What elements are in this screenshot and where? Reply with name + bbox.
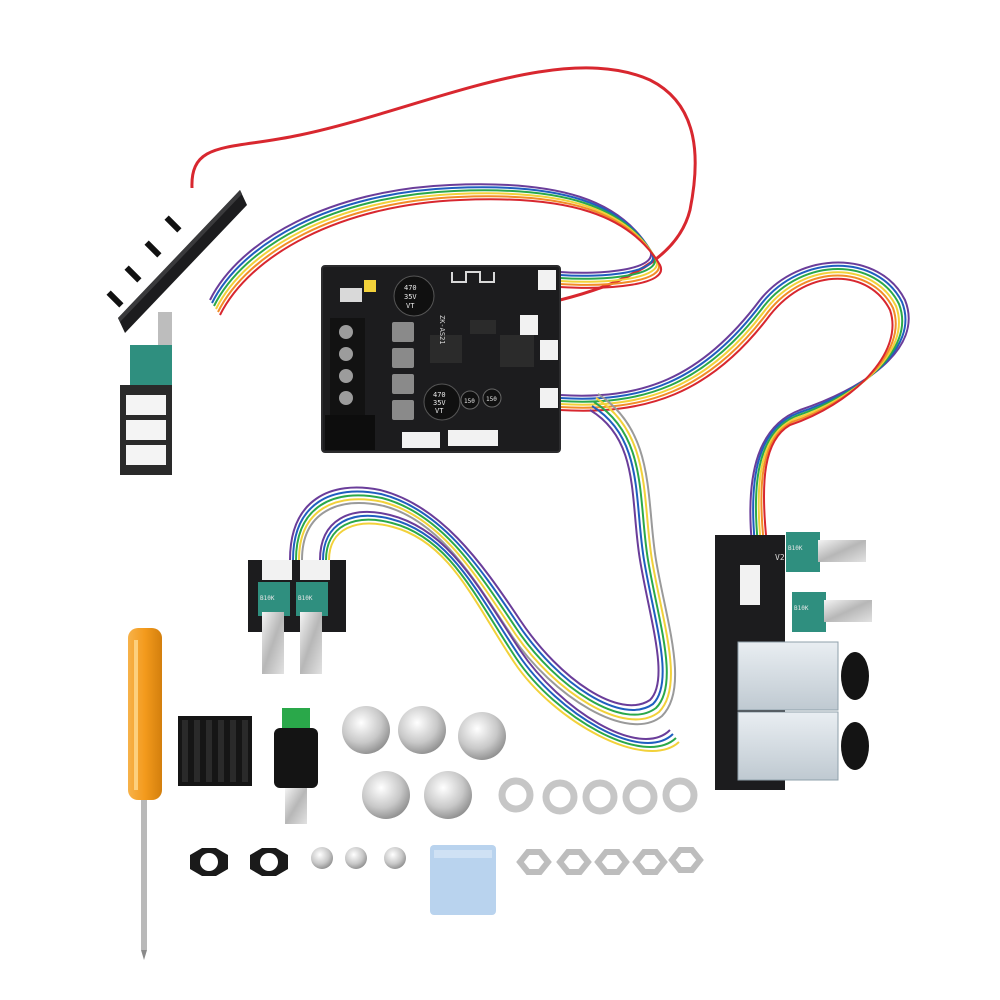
dual-pot-label-left: B10K bbox=[260, 595, 275, 602]
screwdriver bbox=[128, 628, 162, 960]
dual-pot-label-right: B10K bbox=[298, 595, 313, 602]
red-wire bbox=[190, 66, 697, 302]
cap-top-line3: VT bbox=[406, 302, 415, 310]
washers bbox=[498, 777, 698, 815]
black-hex-nuts bbox=[190, 848, 288, 876]
cap-bottom-line3: VT bbox=[435, 407, 444, 415]
ribbon-cable-center bbox=[289, 393, 680, 752]
knob-caps bbox=[342, 706, 506, 819]
thermal-pad bbox=[430, 845, 496, 915]
cap-bottom-line2: 35V bbox=[433, 399, 446, 407]
tone-control-board: V2 B10K B10K bbox=[715, 532, 872, 790]
ribbon-cable-top bbox=[209, 183, 663, 316]
cap-bottom-line1: 470 bbox=[433, 391, 446, 399]
board-model-text: ZK-AS21 bbox=[438, 315, 446, 345]
tone-knob-label-1: B10K bbox=[788, 545, 803, 552]
ribbon-cable-right bbox=[559, 261, 910, 546]
rotary-pot-left bbox=[120, 312, 172, 475]
dual-pot-module: B10K B10K bbox=[248, 560, 346, 674]
tone-knob-label-2: B10K bbox=[794, 605, 809, 612]
dc-power-connector bbox=[274, 708, 318, 824]
cap-small-a: 150 bbox=[464, 398, 475, 405]
heatsink bbox=[178, 716, 252, 786]
small-screws bbox=[311, 847, 406, 869]
switch-bar-board bbox=[106, 190, 247, 333]
cap-top-line1: 470 bbox=[404, 284, 417, 292]
tone-board-label: V2 bbox=[775, 553, 785, 562]
cap-top-line2: 35V bbox=[404, 293, 417, 301]
cap-small-b: 150 bbox=[486, 396, 497, 403]
main-amplifier-board: 470 35V VT 470 35V VT 150 150 ZK-AS21 bbox=[321, 265, 561, 453]
metal-hex-nuts bbox=[516, 847, 704, 875]
